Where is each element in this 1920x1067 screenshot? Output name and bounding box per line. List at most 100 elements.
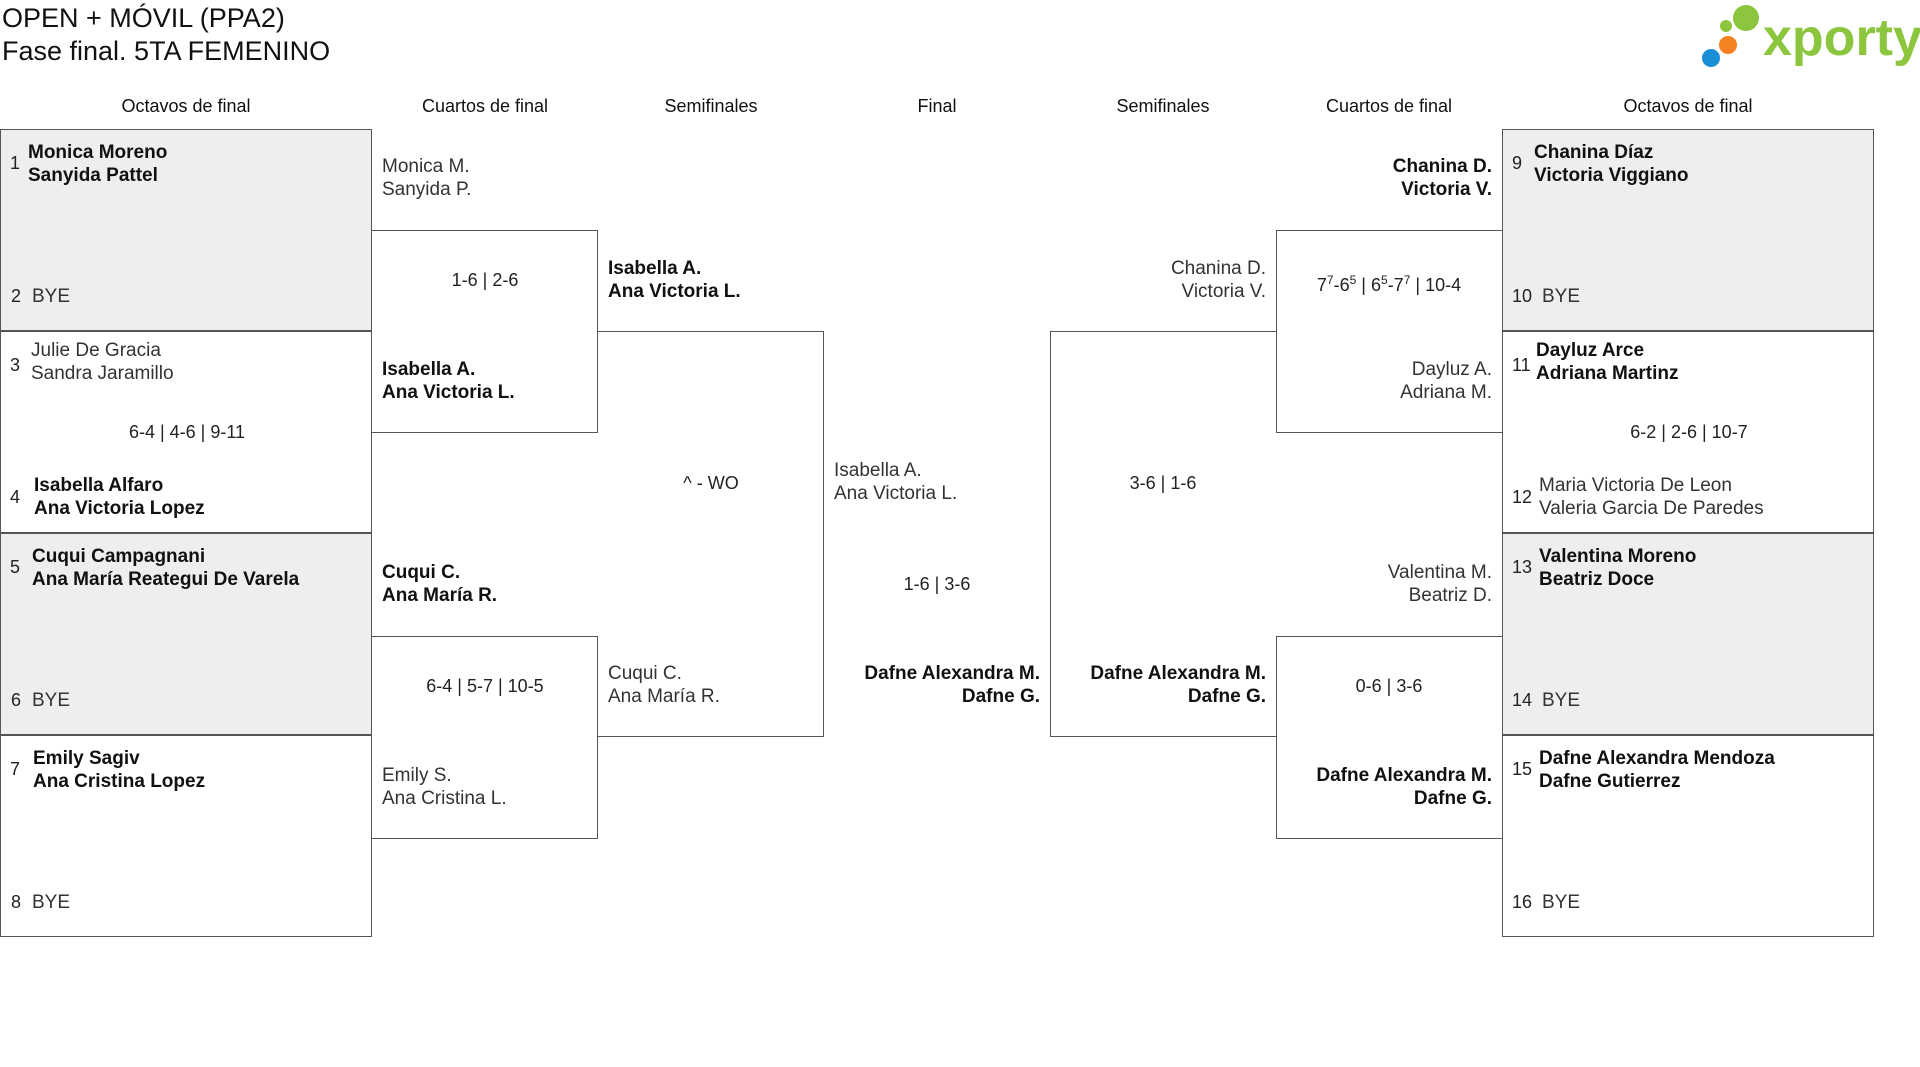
match-r16-13[interactable]: 13 Valentina Moreno Beatriz Doce 14 BYE	[1502, 533, 1874, 735]
player-name: Isabella Alfaro	[34, 475, 164, 496]
seed-number: 12	[1512, 487, 1533, 507]
seed-number: 5	[10, 557, 21, 577]
header-qf-right: Cuartos de final	[1325, 96, 1453, 116]
player-name: Victoria V.	[1401, 179, 1492, 200]
player-name: Sandra Jaramillo	[31, 363, 174, 384]
player-name: Isabella A.	[834, 460, 922, 481]
player-name: Julie De Gracia	[31, 340, 161, 361]
tournament-name: OPEN + MÓVIL (PPA2)	[2, 3, 285, 33]
logo-wordmark: xporty	[1763, 9, 1920, 67]
header-sf-left: Semifinales	[664, 96, 758, 116]
player-name: Dafne Alexandra M.	[1316, 765, 1492, 786]
player-name: Victoria V.	[1181, 281, 1267, 302]
player-name: Dafne Alexandra M.	[864, 663, 1040, 684]
seed-number: 11	[1512, 355, 1531, 375]
player-name: Ana María Reategui De Varela	[32, 569, 300, 590]
seed-number: 4	[10, 487, 21, 507]
player-name: Dafne Alexandra Mendoza	[1539, 748, 1775, 769]
seed-number: 8	[11, 892, 22, 912]
qf-left-2-connector	[372, 636, 598, 839]
seed-number: 13	[1512, 557, 1533, 577]
match-r16-3[interactable]: 5 Cuqui Campagnani Ana María Reategui De…	[0, 533, 372, 735]
player-name: Cuqui Campagnani	[32, 546, 206, 567]
player-name: Valentina Moreno	[1539, 546, 1697, 567]
score-part: -7	[1387, 275, 1404, 295]
header-sf-right: Semifinales	[1116, 96, 1210, 116]
player-name: Maria Victoria De Leon	[1539, 475, 1732, 496]
match-r16-9[interactable]: 9 Chanina Díaz Victoria Viggiano 10 BYE	[1502, 129, 1874, 331]
seed-number: 3	[10, 355, 21, 375]
logo-dots-icon	[1702, 5, 1759, 67]
phase-name: Fase final. 5TA FEMENINO	[2, 36, 331, 66]
player-name: Cuqui C.	[608, 663, 682, 684]
tiebreak-score: 7	[1403, 273, 1411, 287]
player-name: Dafne G.	[1187, 686, 1266, 707]
player-name: Ana Victoria L.	[608, 281, 741, 302]
seed-number: 9	[1512, 153, 1523, 173]
player-name: Ana María R.	[608, 686, 720, 707]
match-r16-1[interactable]: 1 Monica Moreno Sanyida Pattel 2 BYE	[0, 129, 372, 331]
header-qf-left: Cuartos de final	[421, 96, 549, 116]
player-name: Beatriz Doce	[1539, 569, 1655, 590]
player-name: Dafne Gutierrez	[1539, 771, 1681, 792]
score-part: | 10-4	[1410, 275, 1462, 295]
player-name: Dafne G.	[1413, 788, 1492, 809]
match-score: 6-4 | 5-7 | 10-5	[426, 676, 544, 696]
match-r16-11[interactable]: 11 Dayluz Arce Adriana Martinz 6-2 | 2-6…	[1502, 331, 1874, 533]
player-name: Adriana Martinz	[1536, 363, 1679, 384]
bye-label: BYE	[32, 892, 71, 913]
qf-right-2-connector	[1276, 636, 1502, 839]
bye-label: BYE	[1542, 286, 1581, 307]
tiebreak-score: 5	[1349, 273, 1357, 287]
match-r16-4[interactable]: 7 Emily Sagiv Ana Cristina Lopez 8 BYE	[0, 735, 372, 937]
seed-number: 10	[1512, 286, 1533, 306]
player-name: Victoria Viggiano	[1534, 165, 1689, 186]
sf-left-connector	[598, 331, 824, 737]
player-name: Chanina Díaz	[1534, 142, 1654, 163]
player-name: Emily S.	[382, 765, 452, 786]
qf-left-1-connector	[372, 230, 598, 433]
qf-right-1-connector	[1276, 230, 1502, 433]
match-r16-15[interactable]: 15 Dafne Alexandra Mendoza Dafne Gutierr…	[1502, 735, 1874, 937]
player-name: Cuqui C.	[382, 562, 461, 583]
match-score: 6-4 | 4-6 | 9-11	[128, 422, 246, 442]
bye-label: BYE	[32, 690, 71, 711]
bye-label: BYE	[1542, 892, 1581, 913]
header-r16-left: Octavos de final	[121, 96, 251, 116]
player-name: Sanyida P.	[382, 179, 472, 200]
header-r16-right: Octavos de final	[1623, 96, 1753, 116]
player-name: Monica Moreno	[28, 142, 168, 163]
player-name: Valentina M.	[1387, 562, 1492, 583]
seed-number: 2	[11, 286, 22, 306]
player-name: Ana Victoria Lopez	[34, 498, 205, 519]
seed-number: 6	[11, 690, 22, 710]
match-score: 0-6 | 3-6	[1355, 676, 1423, 696]
score-part: | 6	[1356, 275, 1381, 295]
seed-number: 16	[1512, 892, 1533, 912]
player-name: Monica M.	[382, 156, 470, 177]
player-name: Dayluz A.	[1411, 359, 1492, 380]
player-name: Chanina D.	[1170, 258, 1266, 279]
player-name: Emily Sagiv	[33, 748, 140, 769]
tiebreak-score: 7	[1326, 273, 1334, 287]
player-name: Dafne G.	[961, 686, 1040, 707]
tiebreak-score: 5	[1381, 273, 1388, 287]
final-score: 1-6 | 3-6	[903, 574, 971, 594]
player-name: Ana Victoria L.	[382, 382, 515, 403]
player-name: Ana Victoria L.	[834, 483, 958, 504]
xporty-logo: xporty	[1698, 4, 1920, 68]
player-name: Chanina D.	[1392, 156, 1492, 177]
player-name: Valeria Garcia De Paredes	[1539, 498, 1764, 519]
match-score: 3-6 | 1-6	[1129, 473, 1197, 493]
match-score: 6-2 | 2-6 | 10-7	[1630, 422, 1748, 442]
page-title: OPEN + MÓVIL (PPA2) Fase final. 5TA FEME…	[2, 2, 330, 68]
seed-number: 1	[10, 153, 21, 173]
player-name: Isabella A.	[382, 359, 476, 380]
player-name: Ana Cristina Lopez	[33, 771, 206, 792]
score-part: 7	[1316, 275, 1327, 295]
match-r16-2[interactable]: 3 Julie De Gracia Sandra Jaramillo 6-4 |…	[0, 331, 372, 533]
bye-label: BYE	[32, 286, 71, 307]
player-name: Sanyida Pattel	[28, 165, 158, 186]
player-name: Dayluz Arce	[1536, 340, 1645, 361]
match-score: 77-65 | 65-77 | 10-4	[1276, 269, 1502, 297]
